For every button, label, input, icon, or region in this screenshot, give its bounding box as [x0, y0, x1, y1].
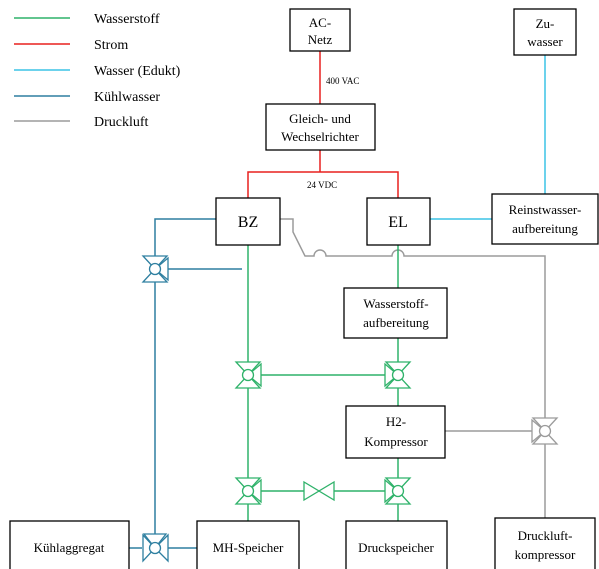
- block-ac-netz: AC- Netz: [289, 8, 351, 52]
- block-druckluftkompressor: Druckluft- kompressor: [494, 517, 596, 569]
- block-druckluftkompressor-line2: kompressor: [515, 547, 576, 562]
- block-h2-kompressor-line1: H2-: [386, 414, 406, 429]
- block-bz: BZ: [215, 197, 281, 246]
- legend: Wasserstoff Strom Wasser (Edukt) Kühlwas…: [14, 12, 181, 130]
- legend-label-wasser-edukt: Wasser (Edukt): [94, 64, 181, 79]
- block-el-label: EL: [388, 214, 408, 231]
- block-reinstwasser-line1: Reinstwasser-: [509, 202, 582, 217]
- block-h2-kompressor-line2: Kompressor: [364, 434, 428, 449]
- valve-3way-druckluft: [531, 417, 559, 445]
- block-wasserstoff-aufbereitung: Wasserstoff- aufbereitung: [343, 287, 448, 339]
- strom-lines: [247, 51, 399, 198]
- valve-3way-kuehlwasser-lower: [142, 533, 169, 563]
- block-mh-speicher: MH-Speicher: [196, 520, 300, 569]
- block-wasserstoff-aufbereitung-line1: Wasserstoff-: [363, 296, 428, 311]
- valve-3way-kuehlwasser-upper: [141, 255, 169, 283]
- block-h2-kompressor: H2- Kompressor: [345, 405, 446, 459]
- block-zuwasser: Zu- wasser: [513, 8, 577, 56]
- block-inverter-line1: Gleich- und: [289, 111, 351, 126]
- block-zuwasser-line2: wasser: [527, 34, 563, 49]
- block-reinstwasser: Reinstwasser- aufbereitung: [491, 193, 599, 245]
- block-kuehlaggregat-label: Kühlaggregat: [34, 540, 105, 555]
- annotation-dc-voltage: 24 VDC: [307, 180, 337, 190]
- block-druckspeicher-label: Druckspeicher: [358, 540, 434, 555]
- block-el: EL: [366, 197, 431, 246]
- block-inverter: Gleich- und Wechselrichter: [265, 103, 376, 151]
- block-inverter-line2: Wechselrichter: [281, 129, 359, 144]
- block-zuwasser-line1: Zu-: [536, 16, 555, 31]
- block-ac-netz-line1: AC-: [309, 15, 331, 30]
- annotation-ac-voltage: 400 VAC: [326, 76, 359, 86]
- block-druckspeicher: Druckspeicher: [345, 520, 448, 569]
- block-wasserstoff-aufbereitung-line2: aufbereitung: [363, 315, 429, 330]
- valve-3way-green-lower-right: [384, 477, 412, 505]
- kuehlwasser-lines: [129, 218, 242, 549]
- wasserstoff-lines: [247, 245, 399, 521]
- valve-3way-green-upper-right: [384, 361, 412, 389]
- block-ac-netz-line2: Netz: [308, 32, 333, 47]
- druckluft-lines: [280, 218, 546, 518]
- block-reinstwasser-line2: aufbereitung: [512, 221, 578, 236]
- legend-label-strom: Strom: [94, 38, 128, 53]
- valve-2way-green-middle: [303, 480, 335, 502]
- valve-3way-green-lower-left: [234, 477, 262, 505]
- valve-3way-green-upper-left: [234, 361, 262, 389]
- block-bz-label: BZ: [238, 214, 258, 231]
- block-druckluftkompressor-line1: Druckluft-: [518, 528, 573, 543]
- legend-label-druckluft: Druckluft: [94, 115, 149, 130]
- block-mh-speicher-label: MH-Speicher: [213, 540, 284, 555]
- legend-label-kuehlwasser: Kühlwasser: [94, 90, 160, 105]
- block-kuehlaggregat: Kühlaggregat: [9, 520, 130, 569]
- wasser-edukt-lines: [430, 55, 546, 220]
- legend-label-wasserstoff: Wasserstoff: [94, 12, 160, 27]
